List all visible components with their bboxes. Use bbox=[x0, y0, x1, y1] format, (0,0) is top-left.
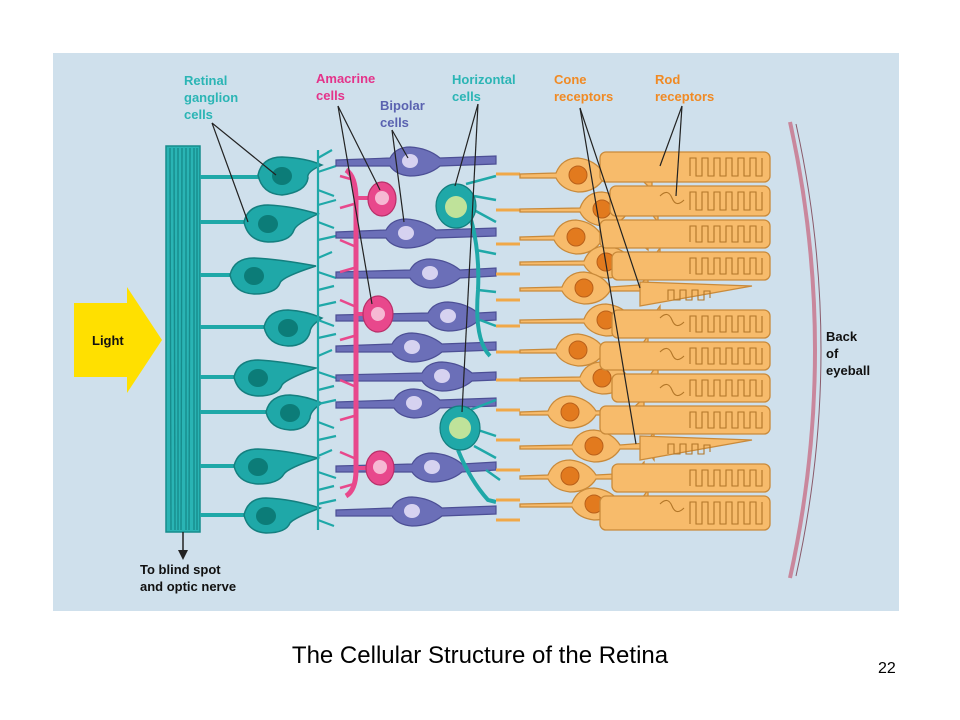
label-rod: Rod receptors bbox=[655, 72, 714, 104]
back-label-2: of bbox=[826, 346, 839, 361]
amacrine-label-2: cells bbox=[316, 88, 345, 103]
cone-label-2: receptors bbox=[554, 89, 613, 104]
rod-label-1: Rod bbox=[655, 72, 680, 87]
label-horizontal: Horizontal cells bbox=[452, 72, 516, 104]
bipolar-label-2: cells bbox=[380, 115, 409, 130]
label-amacrine: Amacrine cells bbox=[316, 71, 375, 103]
ganglion-label-1: Retinal bbox=[184, 73, 227, 88]
horizontal-label-1: Horizontal bbox=[452, 72, 516, 87]
ganglion-label-3: cells bbox=[184, 107, 213, 122]
slide-caption: The Cellular Structure of the Retina bbox=[291, 642, 669, 669]
label-cone: Cone receptors bbox=[554, 72, 613, 104]
eyeball-wall bbox=[788, 121, 817, 579]
label-optic-nerve: To blind spot and optic nerve bbox=[140, 562, 236, 594]
label-pointer-lines bbox=[211, 103, 683, 445]
label-ganglion: Retinal ganglion cells bbox=[184, 73, 238, 122]
blind-spot-arrow bbox=[178, 532, 188, 560]
rod-label-2: receptors bbox=[655, 89, 714, 104]
back-label-3: eyeball bbox=[826, 363, 870, 378]
receptor-terminals bbox=[496, 172, 520, 522]
nerve-label-1: To blind spot bbox=[140, 562, 221, 577]
nerve-fiber-bundle bbox=[165, 145, 201, 533]
label-back-of-eyeball: Back of eyeball bbox=[826, 329, 870, 378]
eyeball-wall-edge bbox=[795, 123, 822, 577]
nerve-label-2: and optic nerve bbox=[140, 579, 236, 594]
horizontal-label-2: cells bbox=[452, 89, 481, 104]
horizontal-cells bbox=[435, 174, 501, 504]
amacrine-cells bbox=[339, 167, 397, 499]
light-arrow bbox=[74, 287, 162, 393]
bipolar-label-1: Bipolar bbox=[380, 98, 425, 113]
label-bipolar: Bipolar cells bbox=[380, 98, 425, 130]
cone-label-1: Cone bbox=[554, 72, 587, 87]
page-number: 22 bbox=[878, 660, 896, 677]
rod-disc-stacks bbox=[659, 157, 763, 525]
ganglion-label-2: ganglion bbox=[184, 90, 238, 105]
light-label: Light bbox=[92, 333, 124, 348]
bipolar-cells bbox=[335, 146, 497, 527]
ganglion-cells bbox=[200, 156, 324, 534]
ganglion-dendrites bbox=[316, 149, 337, 530]
back-label-1: Back bbox=[826, 329, 858, 344]
amacrine-label-1: Amacrine bbox=[316, 71, 375, 86]
rod-receptors bbox=[599, 151, 771, 531]
